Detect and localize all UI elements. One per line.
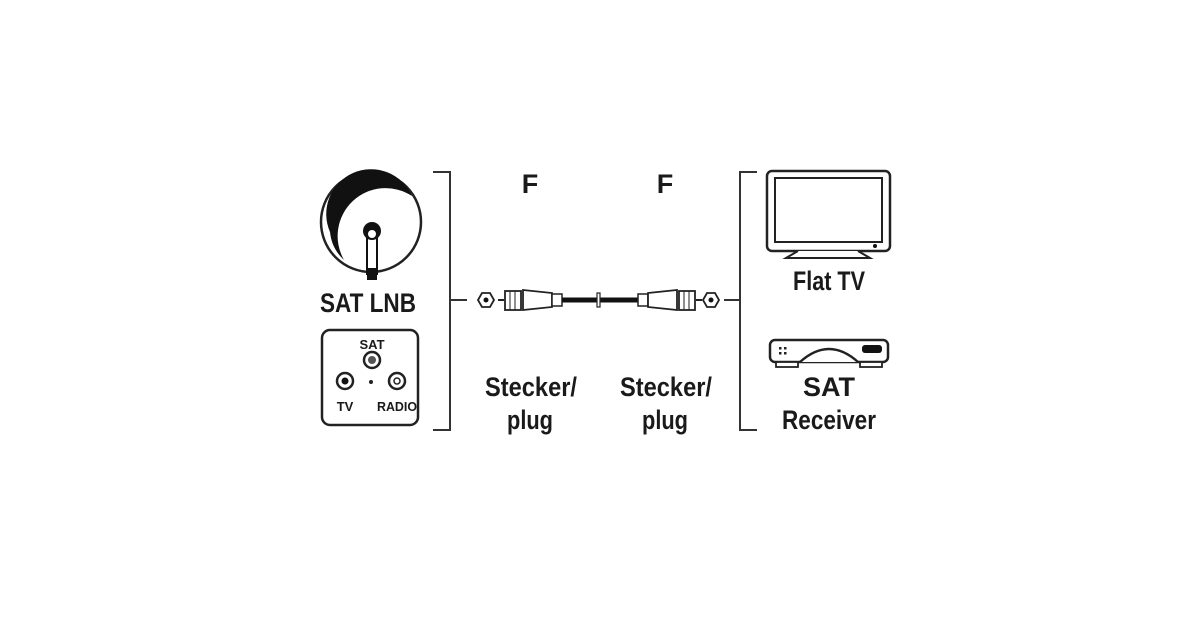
sat-receiver-icon [768, 338, 890, 368]
sat-socket-label: SAT [359, 337, 384, 352]
radio-socket-icon [387, 371, 407, 391]
tv-socket-icon [335, 371, 355, 391]
left-connector-type: F [522, 169, 539, 199]
left-plug-label-line1: Stecker/ [485, 372, 577, 402]
satellite-dish-icon [319, 169, 423, 280]
tv-socket-label: TV [337, 399, 354, 414]
right-plug-label-line1: Stecker/ [620, 372, 712, 402]
left-bracket [433, 171, 467, 431]
flat-tv-icon [765, 169, 892, 259]
flat-tv-label: Flat TV [793, 266, 865, 296]
right-bracket [724, 171, 757, 431]
left-plug-label-line2: plug [507, 405, 553, 435]
wall-socket: SAT TV RADIO [320, 328, 420, 427]
right-plug-label-line2: plug [642, 405, 688, 435]
socket-dot [369, 380, 373, 384]
sat-socket-icon [362, 350, 382, 370]
f-cable-icon [476, 289, 721, 311]
sat-receiver-label-line1: SAT [803, 372, 856, 402]
radio-socket-label: RADIO [377, 399, 417, 414]
sat-lnb-label: SAT LNB [320, 288, 416, 318]
right-connector-type: F [657, 169, 674, 199]
sat-receiver-label-line2: Receiver [782, 405, 876, 435]
